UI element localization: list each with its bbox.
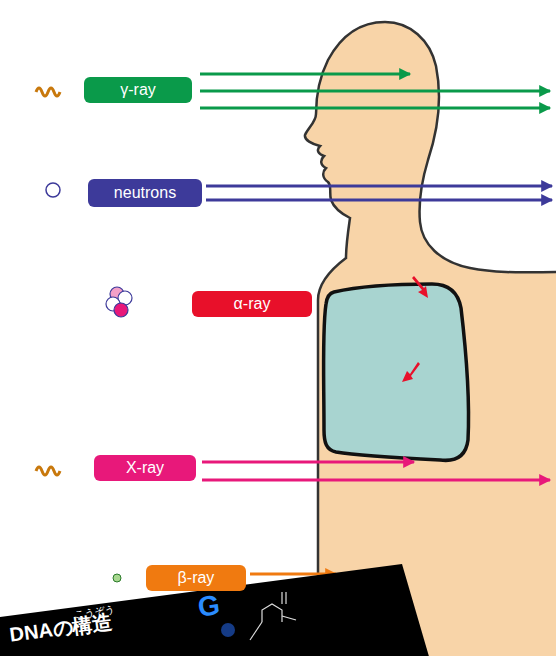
x-ray-line xyxy=(202,461,414,464)
neutron-icon xyxy=(46,183,60,197)
gamma-ray-tag: γ-ray xyxy=(84,77,192,103)
base-letter: G xyxy=(196,589,222,624)
beta-particle-icon xyxy=(113,574,121,582)
ray-name: neutrons xyxy=(114,184,176,202)
ray-name: β-ray xyxy=(178,569,215,587)
dna-photo xyxy=(0,564,430,656)
gamma-ray-line xyxy=(200,73,410,76)
human-body xyxy=(305,22,556,656)
wave-icon xyxy=(36,88,60,96)
beta-ray-tag: β-ray xyxy=(146,565,246,591)
alpha-particle-icon xyxy=(106,287,132,317)
alpha-hit-arrow xyxy=(412,276,428,298)
neutron-line xyxy=(206,199,552,202)
gamma-ray-line xyxy=(200,90,550,93)
ray-name: α-ray xyxy=(234,295,271,313)
ray-name: γ-ray xyxy=(120,81,156,99)
alpha-hit-arrow xyxy=(402,362,420,382)
alpha-ray-tag: α-ray xyxy=(192,291,312,317)
lung xyxy=(324,284,469,460)
neutrons-tag: neutrons xyxy=(88,179,202,207)
x-ray-tag: X-ray xyxy=(94,455,196,481)
neutron-line xyxy=(206,185,552,188)
gamma-ray-line xyxy=(200,107,550,110)
x-ray-line xyxy=(202,479,550,482)
ray-name: X-ray xyxy=(126,459,164,477)
wave-icon xyxy=(36,467,60,475)
